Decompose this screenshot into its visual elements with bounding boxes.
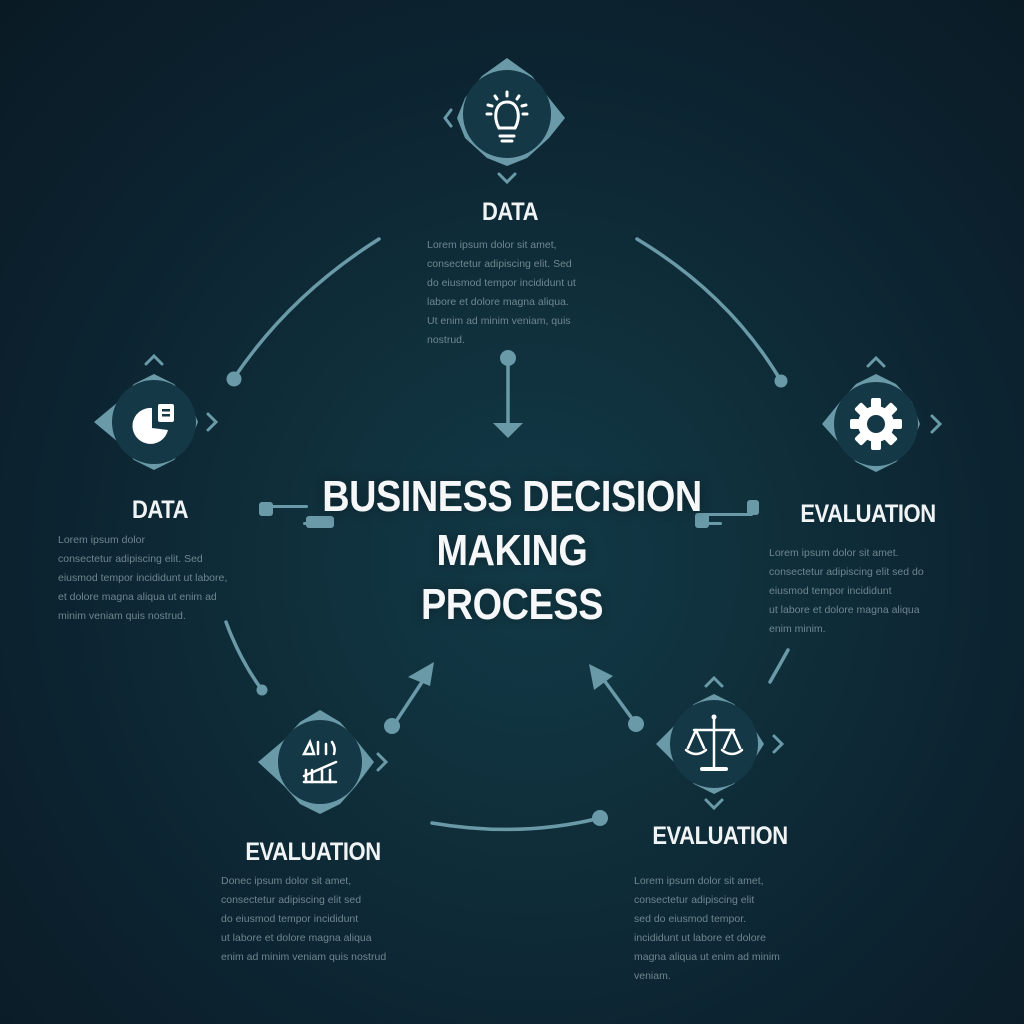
node-top-label: DATA: [481, 198, 539, 226]
node-bottom-left-label: EVALUATION: [245, 838, 381, 866]
arrowhead-up-right: [408, 662, 434, 686]
connector-bracket-left: [259, 502, 273, 516]
arrowhead-up-left: [589, 664, 613, 690]
pie-chart-icon: [132, 404, 174, 444]
node-left-label: DATA: [131, 496, 189, 524]
connector-dot: [226, 371, 242, 387]
node-right-description: Lorem ipsum dolor sit amet. consectetur …: [769, 547, 924, 635]
title-line-3: PROCESS: [420, 580, 604, 629]
title-line-1: BUSINESS DECISION: [322, 472, 702, 521]
node-bottom-right[interactable]: [646, 672, 786, 812]
arc-bottom: [430, 816, 602, 832]
node-left[interactable]: [86, 352, 226, 482]
node-bottom-right-label: EVALUATION: [652, 822, 788, 850]
node-left-description: Lorem ipsum dolor consectetur adipiscing…: [58, 534, 228, 622]
node-bottom-right-description: Lorem ipsum dolor sit amet, consectetur …: [634, 875, 780, 982]
arc-top-left: [232, 237, 381, 380]
connector-bracket-right: [747, 500, 759, 515]
connector-dot: [774, 374, 788, 388]
node-top-description: Lorem ipsum dolor sit amet, consectetur …: [427, 239, 576, 346]
node-top[interactable]: [437, 48, 577, 188]
connector-dot: [592, 810, 608, 826]
node-bottom-left-description: Donec ipsum dolor sit amet, consectetur …: [221, 875, 387, 963]
title-line-2: MAKING: [436, 526, 588, 575]
connector-dot: [384, 718, 400, 734]
scales-of-justice-icon: [684, 716, 744, 771]
connector-dot: [256, 684, 268, 696]
arc-left-lower: [224, 620, 264, 692]
node-right[interactable]: [808, 352, 948, 482]
connector-dot: [628, 716, 644, 732]
arc-top-right: [635, 237, 783, 383]
gear-icon: [850, 398, 902, 450]
page-title: BUSINESS DECISION MAKING PROCESS: [297, 470, 727, 632]
arrowhead-down: [493, 423, 523, 438]
connector-dot: [500, 350, 516, 366]
arc-right-lower: [768, 648, 790, 684]
analytics-chart-icon: [301, 738, 338, 784]
node-right-label: EVALUATION: [800, 500, 936, 528]
lightbulb-icon: [485, 90, 529, 143]
node-bottom-left[interactable]: [252, 700, 392, 830]
arrow-bottom-right-line: [599, 674, 638, 726]
